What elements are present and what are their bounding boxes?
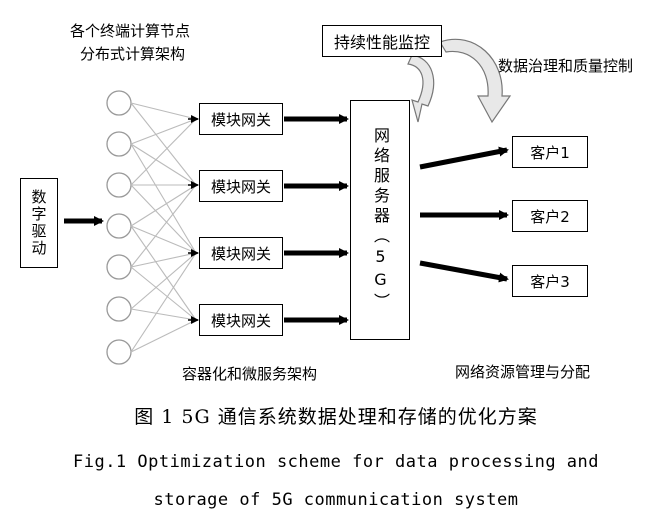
resource-label: 网络资源管理与分配 — [455, 363, 591, 381]
monitor-curves — [407, 38, 512, 124]
caption-en-line2: storage of 5G communication system — [153, 490, 519, 510]
client-box: 客户1 — [512, 136, 588, 168]
caption-en-line1: Fig.1 Optimization scheme for data proce… — [72, 452, 599, 472]
client-box: 客户2 — [512, 200, 588, 232]
compute-nodes — [106, 90, 132, 365]
node-circle — [106, 339, 132, 365]
digital-drive-box: 数字驱动 — [20, 178, 58, 268]
node-circle — [106, 254, 132, 280]
node-circle — [106, 90, 132, 116]
governance-label: 数据治理和质量控制 — [498, 57, 634, 75]
server-client-arrows — [419, 146, 509, 283]
container-label: 容器化和微服务架构 — [182, 365, 318, 383]
gateway-box: 模块网关 — [199, 237, 283, 269]
client-box: 客户3 — [512, 265, 588, 297]
network-server-box: 网络服务器（5G） — [350, 100, 410, 340]
monitor-box: 持续性能监控 — [322, 25, 442, 57]
node-gateway-links — [130, 102, 197, 353]
node-circle — [106, 213, 132, 239]
node-circle — [106, 296, 132, 322]
gateway-box: 模块网关 — [199, 170, 283, 202]
gateway-box: 模块网关 — [199, 304, 283, 336]
gateway-server-arrows — [284, 114, 349, 325]
gateway-box: 模块网关 — [199, 103, 283, 135]
node-circle — [106, 172, 132, 198]
caption-cn: 图 1 5G 通信系统数据处理和存储的优化方案 — [134, 406, 538, 428]
top-label-line1: 各个终端计算节点 — [70, 22, 191, 40]
top-label-line2: 分布式计算架构 — [80, 45, 186, 63]
node-circle — [106, 131, 132, 157]
